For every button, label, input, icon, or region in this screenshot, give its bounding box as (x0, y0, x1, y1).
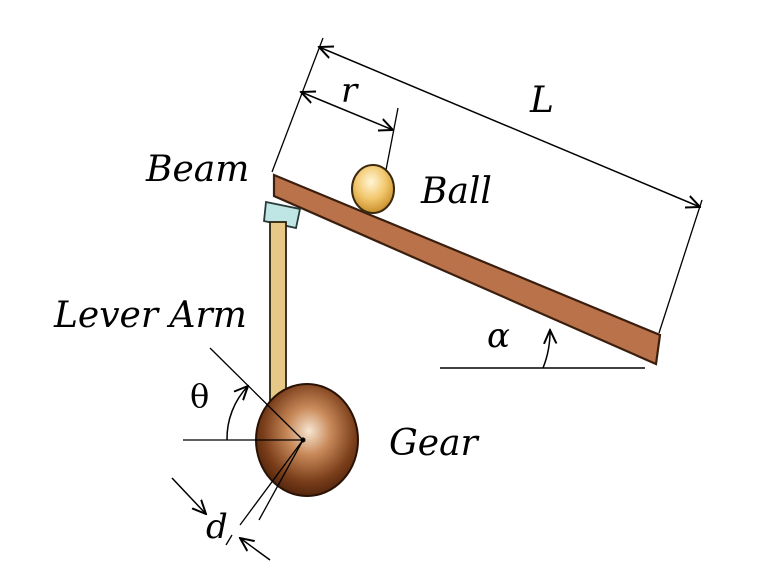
alpha-angle-arc (542, 330, 550, 369)
gear-angle-label: θ (190, 377, 209, 415)
dimension-extension-left (271, 37, 324, 173)
lever-arm (269, 221, 287, 409)
ball-label: Ball (420, 171, 492, 212)
ball (351, 164, 395, 214)
dimension-extension-ball (385, 107, 399, 171)
gear-label: Gear (389, 423, 480, 464)
offset-dimension-arrow-left (171, 477, 206, 514)
offset-tick (225, 534, 233, 546)
beam (272, 173, 662, 366)
dimension-extension-right (658, 199, 703, 334)
lever-arm-label: Lever Arm (53, 295, 247, 336)
beam-label: Beam (145, 149, 249, 190)
gear-radius-line-right (239, 439, 304, 526)
length-label: L (529, 80, 554, 121)
gear-radius-line-left (258, 439, 304, 521)
ball-position-dimension-arrow (301, 92, 393, 130)
theta-angle-arc (226, 386, 248, 441)
beam-angle-label: α (487, 316, 510, 356)
offset-dimension-arrow-right (240, 538, 271, 561)
gear-angle-line (209, 347, 304, 441)
arm-offset-label: d (206, 507, 228, 547)
gear-center (300, 437, 306, 443)
ball-position-label: r (341, 71, 359, 111)
length-dimension-arrow (319, 47, 700, 207)
